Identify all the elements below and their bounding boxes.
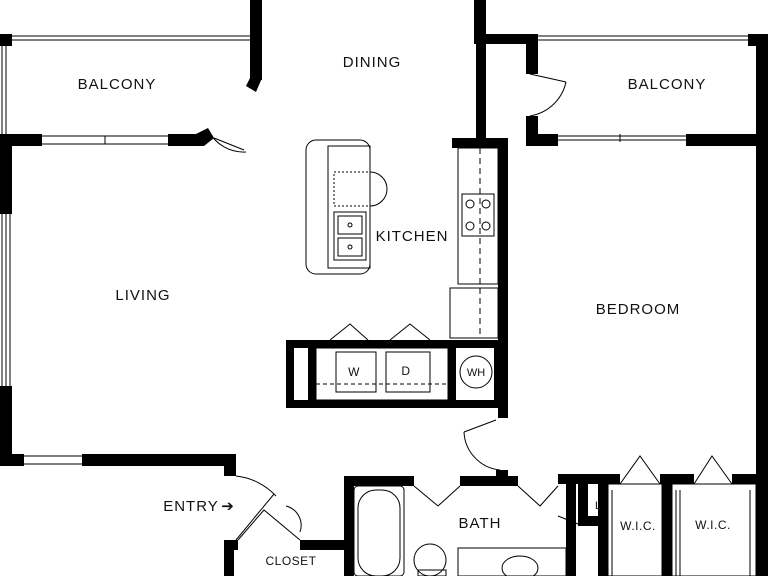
label-closet: CLOSET: [265, 554, 316, 568]
entry-arrow-icon: ➔: [221, 498, 235, 515]
label-bath: BATH: [459, 515, 502, 532]
label-wic-2: W.I.C.: [695, 518, 731, 532]
label-living: LIVING: [115, 287, 170, 304]
label-linen: L: [595, 500, 601, 512]
label-dryer: D: [401, 364, 410, 378]
label-balcony-left: BALCONY: [78, 76, 157, 93]
label-washer: W: [348, 365, 360, 379]
thin-lines: [1, 35, 757, 576]
label-wic-1: W.I.C.: [620, 519, 656, 533]
label-water-heater: WH: [467, 367, 485, 379]
label-entry: ENTRY: [163, 498, 219, 515]
label-balcony-right: BALCONY: [628, 76, 707, 93]
label-bedroom: BEDROOM: [596, 301, 681, 318]
label-kitchen: KITCHEN: [376, 228, 449, 245]
label-dining: DINING: [343, 54, 402, 71]
